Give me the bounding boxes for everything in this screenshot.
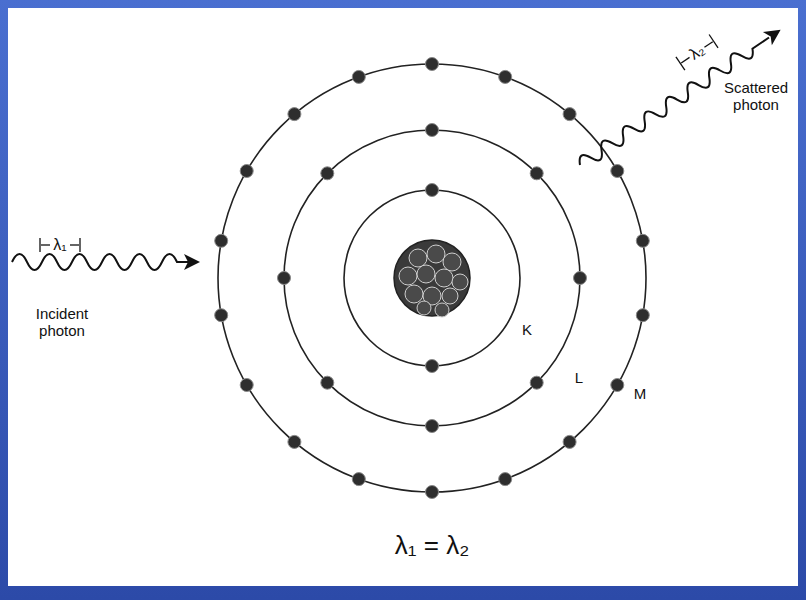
shell-label: K xyxy=(522,321,532,338)
shell-label: L xyxy=(575,369,583,386)
incident-label: Incident photon xyxy=(20,305,104,340)
paper-ground xyxy=(8,8,798,586)
equation-label: λ₁ = λ₂ xyxy=(395,531,470,561)
wavelength-label: λ₁ xyxy=(53,236,66,254)
k-shell xyxy=(344,190,520,366)
scattered-label: Scattered photon xyxy=(716,79,796,114)
l-shell xyxy=(284,130,580,426)
wavelength-label: λ₂ xyxy=(686,40,708,63)
electrons xyxy=(215,58,650,499)
m-shell xyxy=(218,64,646,492)
nucleus xyxy=(394,240,470,317)
electron-shells xyxy=(218,64,646,492)
shell-label: M xyxy=(634,385,647,402)
incident-photon-wave xyxy=(12,254,200,270)
